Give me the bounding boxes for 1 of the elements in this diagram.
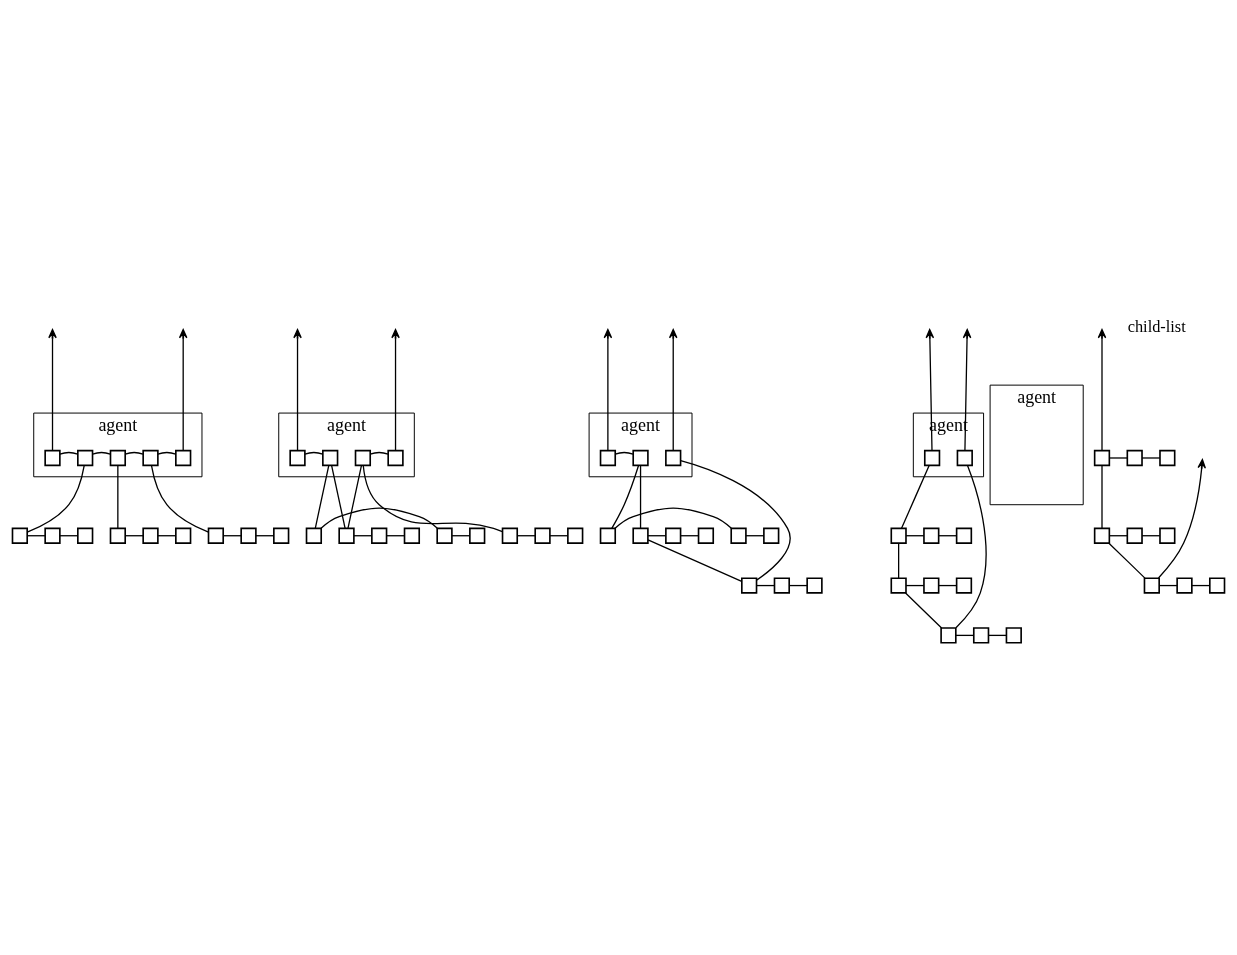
label: child-list: [1127, 316, 1186, 336]
